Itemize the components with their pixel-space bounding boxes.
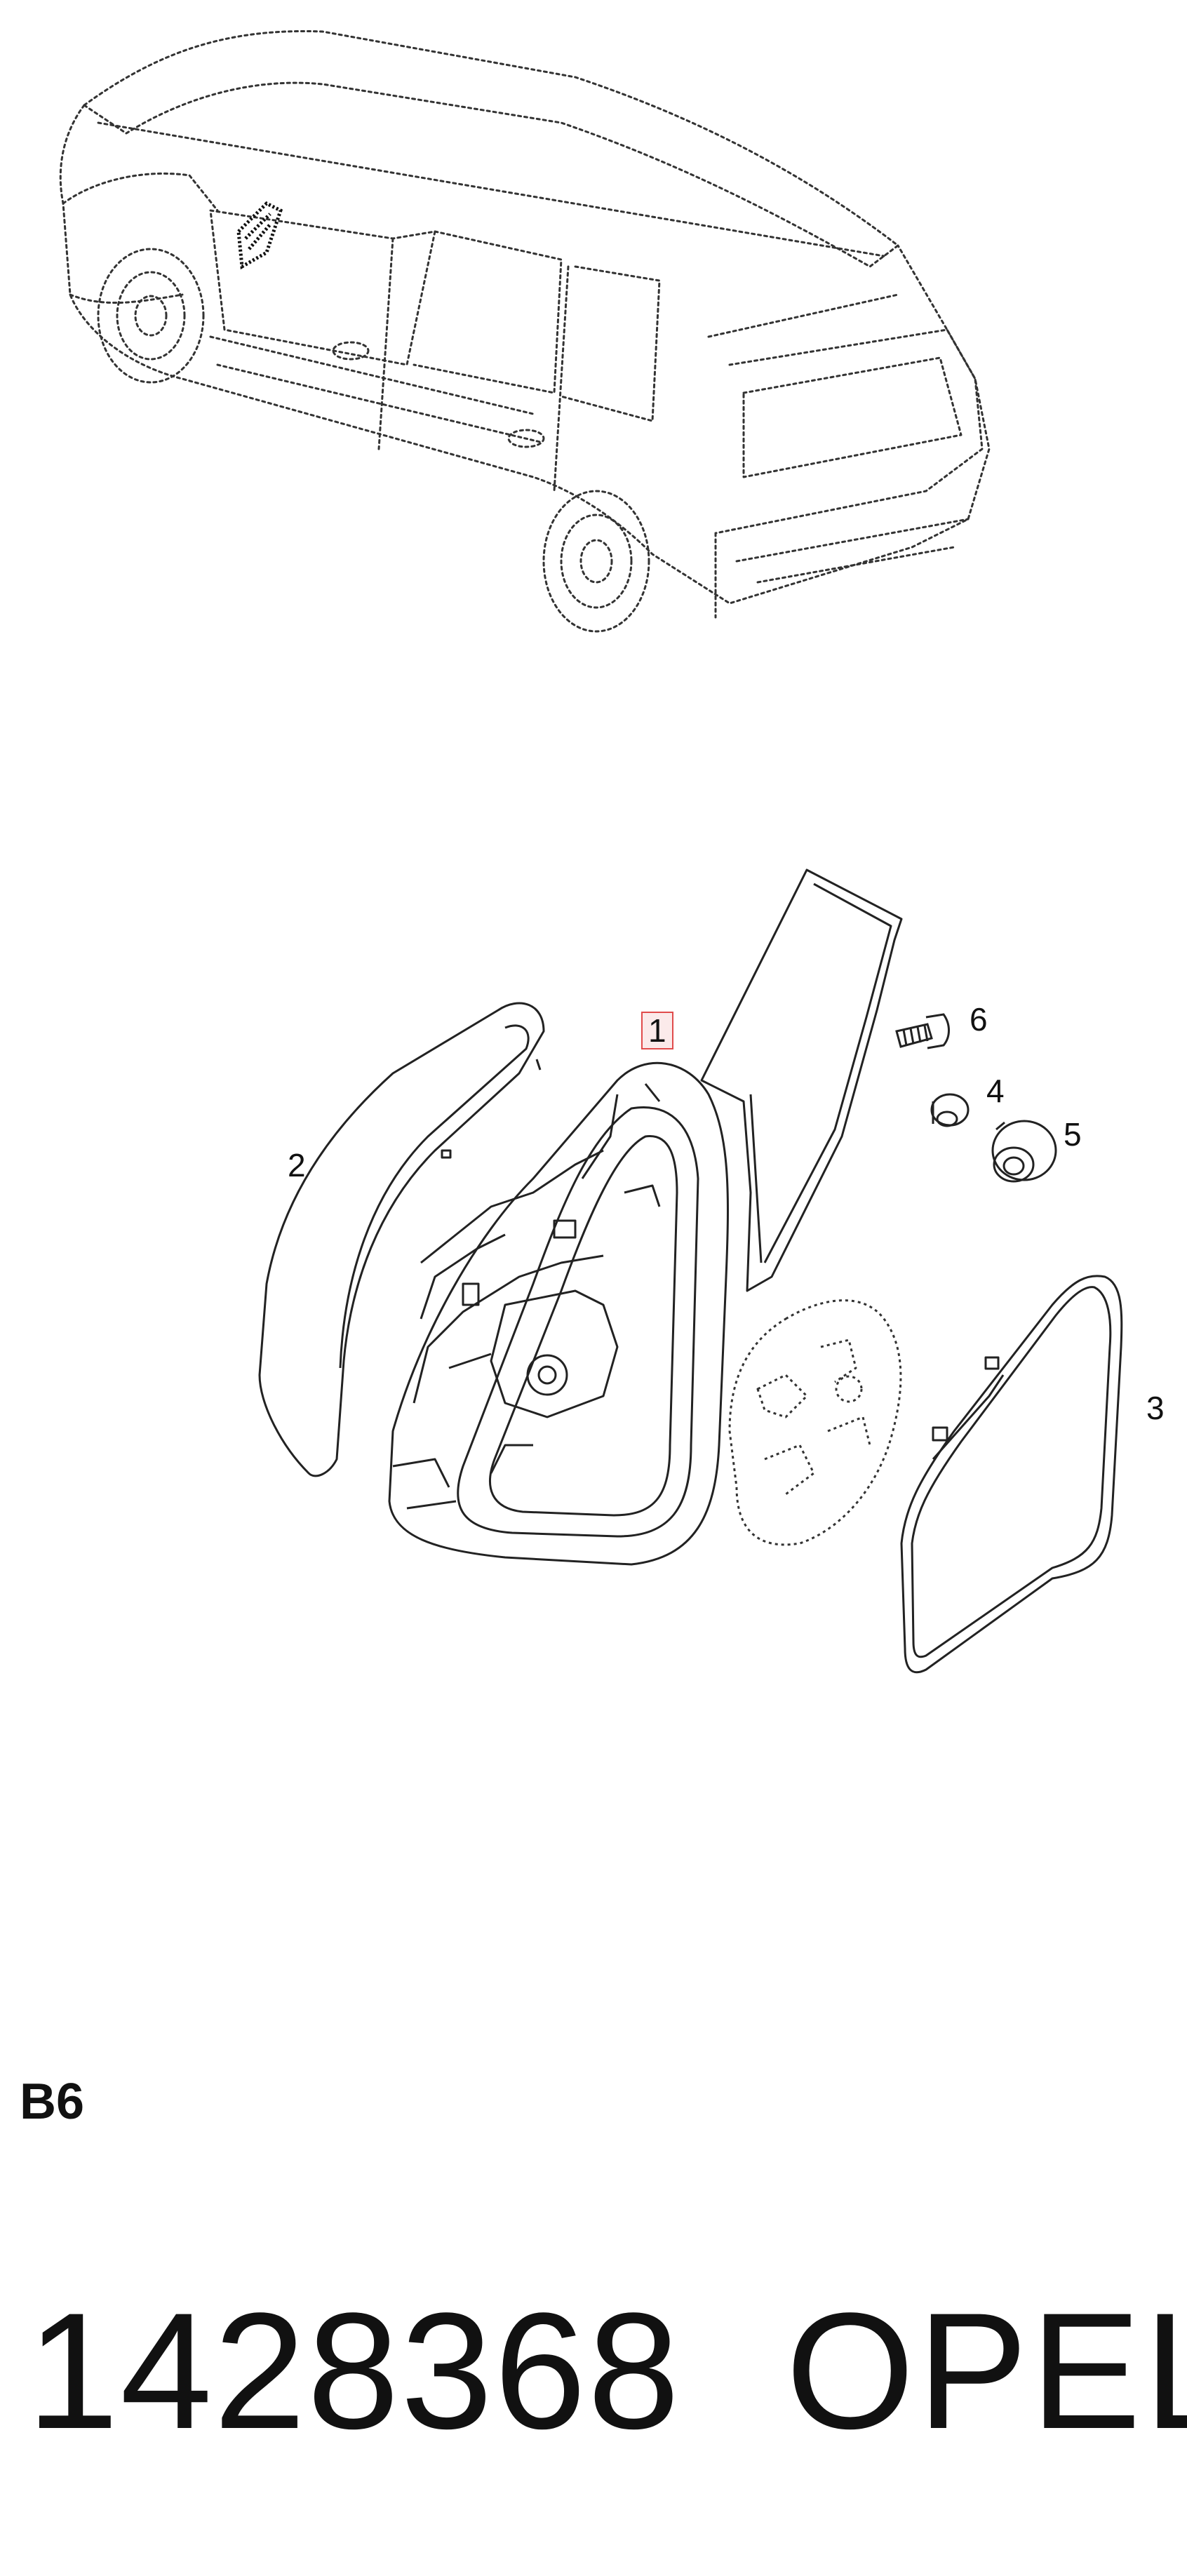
part-3-mirror-glass <box>900 1275 1123 1674</box>
section-code-label: B6 <box>20 2074 85 2130</box>
part-6-screw <box>895 1013 950 1049</box>
callout-5[interactable]: 5 <box>1064 1116 1082 1153</box>
vehicle-locator-illustration <box>59 30 991 633</box>
callout-2[interactable]: 2 <box>288 1147 306 1183</box>
callout-4[interactable]: 4 <box>986 1073 1005 1109</box>
brand-label: OPEL <box>786 2279 1187 2464</box>
mirror-location-marker <box>236 201 283 270</box>
part-number-label: 1428368 <box>27 2279 681 2464</box>
callout-3[interactable]: 3 <box>1146 1390 1165 1426</box>
callout-6[interactable]: 6 <box>970 1001 988 1038</box>
part-5-grommet <box>991 1120 1057 1183</box>
part-1-mirror-assembly <box>388 868 903 1566</box>
heating-element-outline <box>728 1299 902 1546</box>
part-2-mirror-cover <box>258 1002 545 1477</box>
callout-1-highlighted[interactable]: 1 <box>641 1012 673 1049</box>
part-4-grommet <box>930 1093 970 1127</box>
